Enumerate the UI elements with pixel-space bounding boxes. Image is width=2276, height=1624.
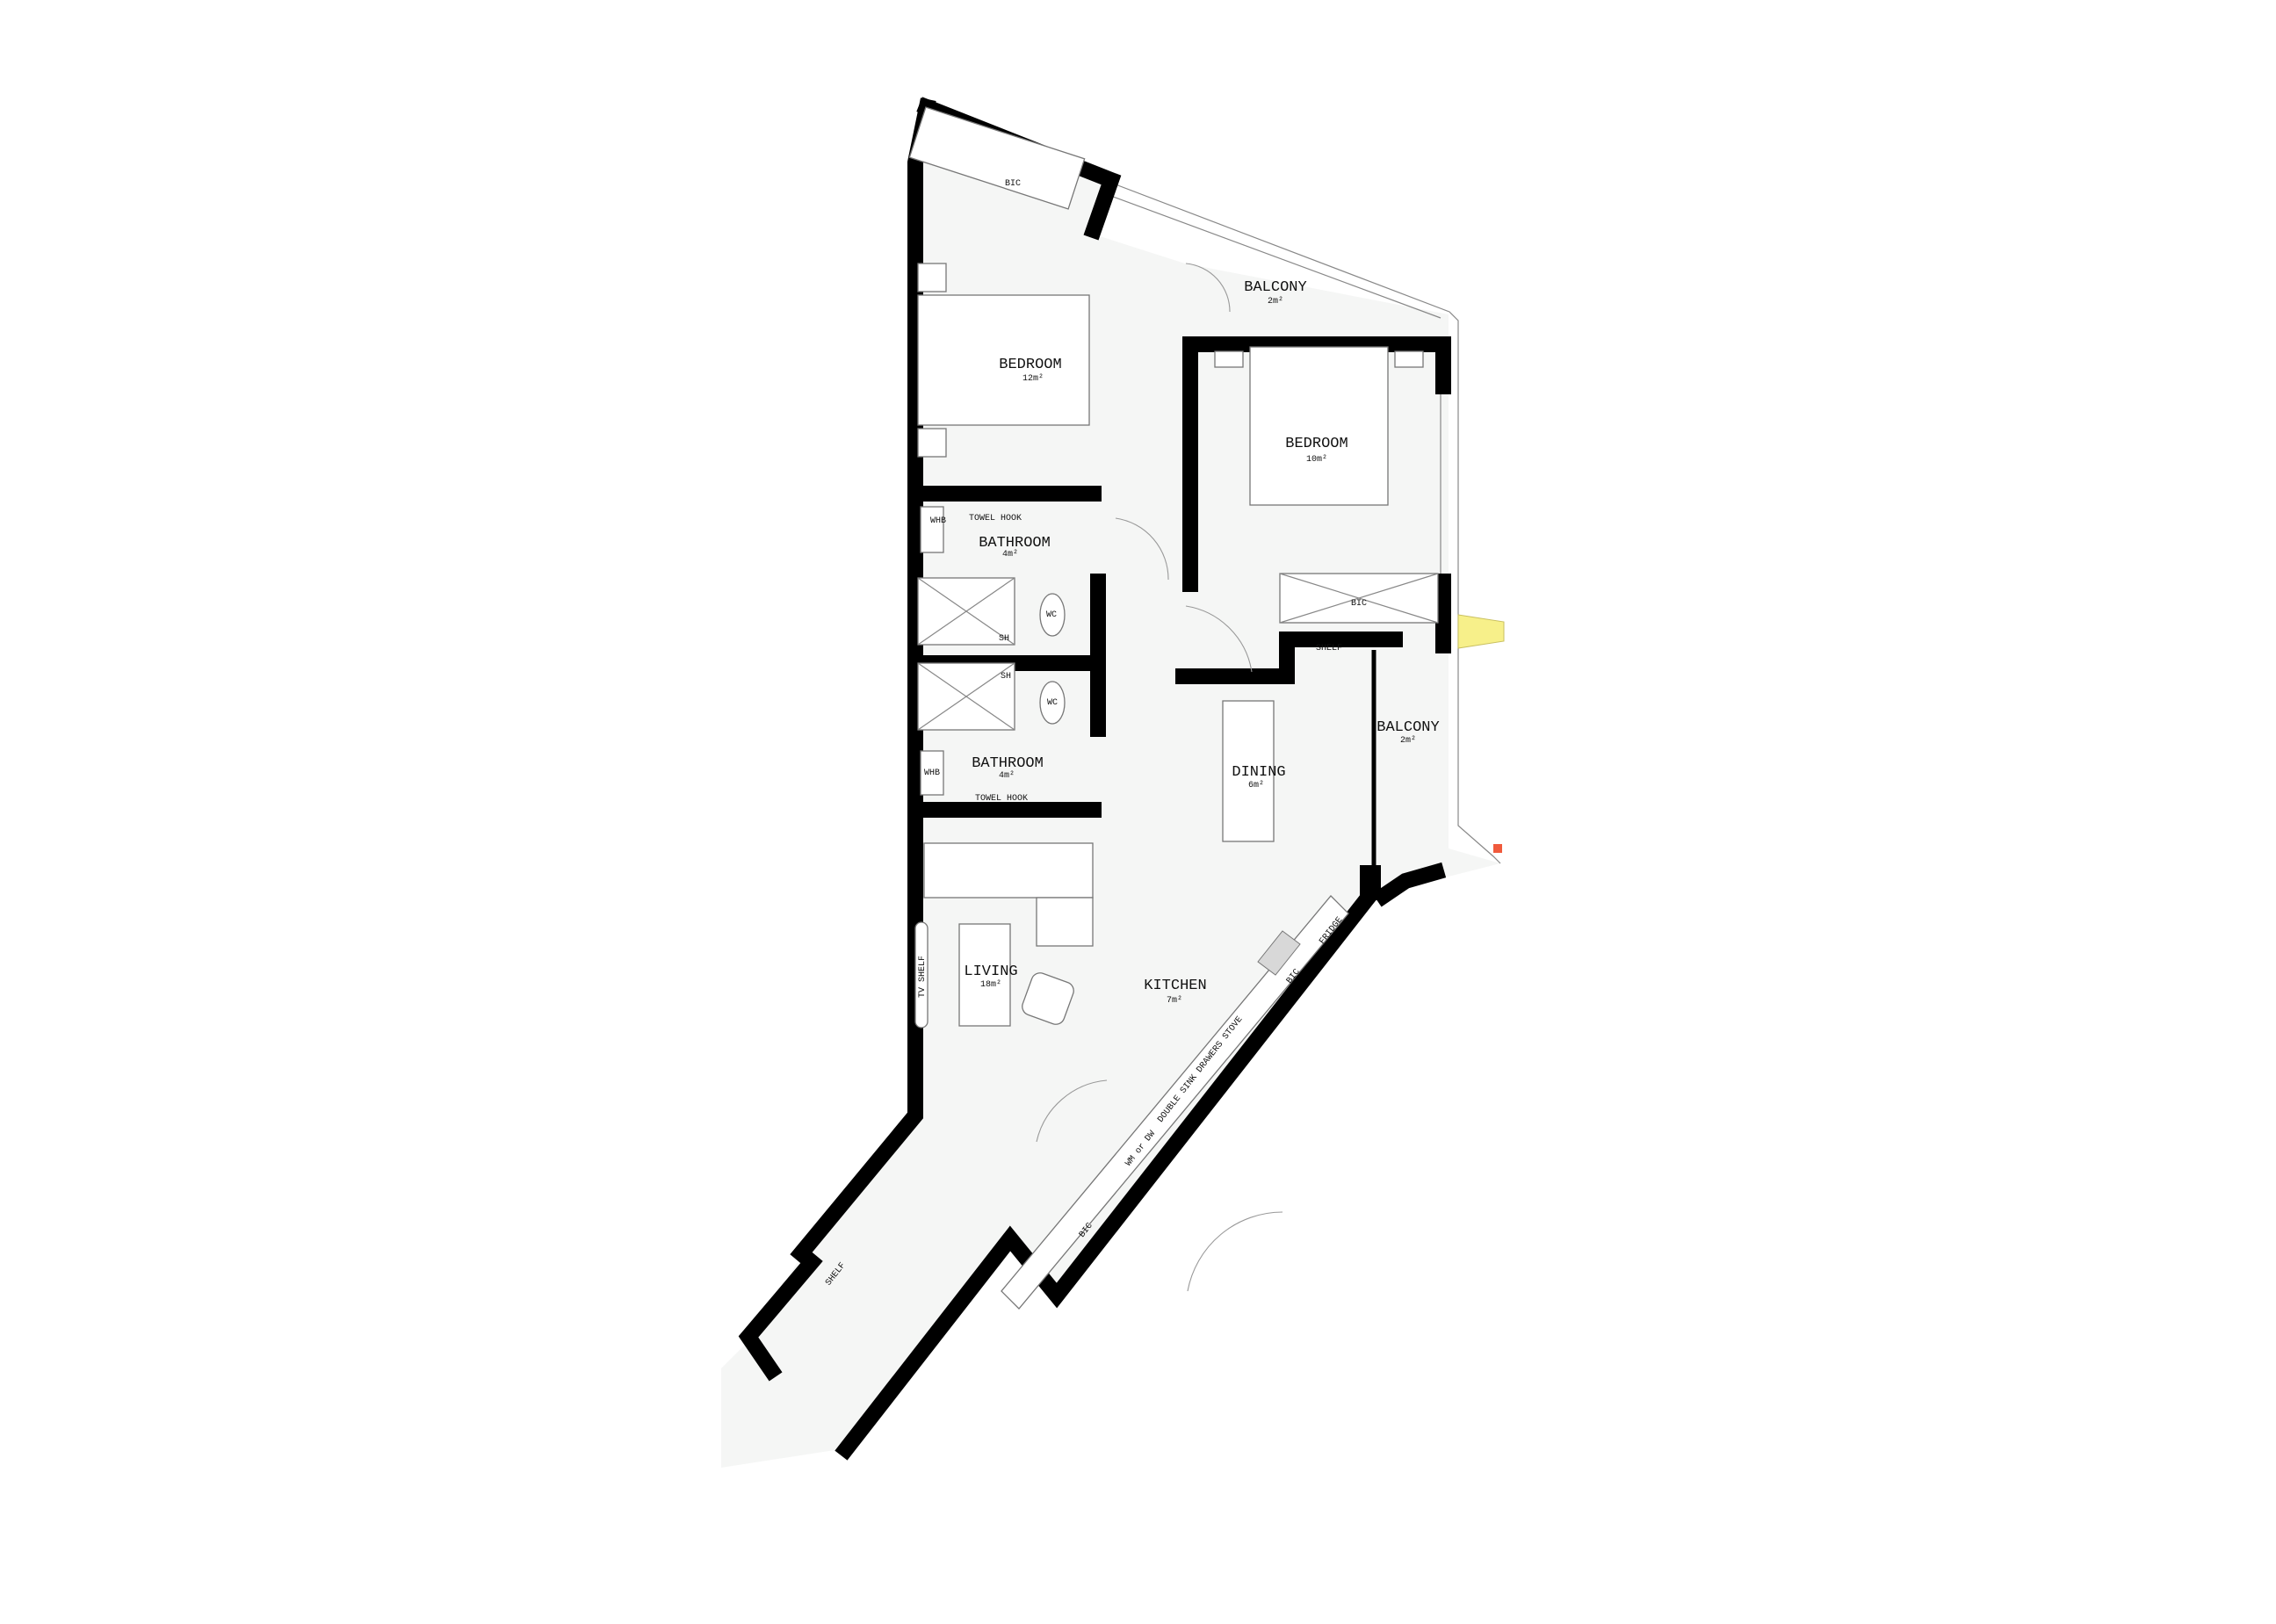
balcony-side-area: 2m² [1400,736,1416,746]
whb-2-label: WHB [924,769,940,778]
bed-12 [917,294,1090,426]
dining-label: DINING [1232,764,1285,781]
shelf-dining-label: SHELF [1316,644,1342,653]
bic-top-label: BIC [1005,179,1021,189]
red-marker [1493,844,1502,853]
kitchen-counter [1001,895,1349,1310]
balcony-side-label: BALCONY [1376,719,1439,736]
tv-shelf-unit [914,921,928,1029]
towel-hook-1-label: TOWEL HOOK [969,514,1022,523]
coffee-table [958,923,1011,1027]
kitchen-label: KITCHEN [1144,978,1206,994]
dining-table [1222,700,1275,842]
bedroom1-label: BEDROOM [999,357,1061,373]
balcony-railing [1108,184,1501,864]
wc-2-label: WC [1047,698,1058,708]
bic-top-cabinet [908,106,1086,210]
bed-10 [1249,346,1389,506]
armchair [1022,972,1074,1025]
sh-1-label: SH [999,634,1009,644]
bedroom1-area: 12m² [1022,374,1044,384]
towel-hook-2-label: TOWEL HOOK [975,794,1028,804]
sh-2-label: SH [1001,672,1011,682]
bathroom2-area: 4m² [999,771,1015,781]
living-label: LIVING [964,964,1017,980]
bathroom2-label: BATHROOM [972,755,1044,772]
kitchen-area: 7m² [1167,996,1182,1006]
bedroom2-area: 10m² [1306,455,1327,465]
furniture [908,106,1439,1310]
bedroom2-label: BEDROOM [1285,436,1348,452]
dining-area: 6m² [1248,781,1264,790]
whb-1-label: WHB [930,516,946,526]
balcony-top-label: BALCONY [1244,279,1306,296]
wc-1-label: WC [1046,610,1057,620]
living-area: 18m² [980,980,1001,990]
tv-shelf-label: TV SHELF [918,956,928,998]
bathroom1-label: BATHROOM [979,535,1051,552]
bic-bedroom2-label: BIC [1351,599,1367,609]
balcony-top-area: 2m² [1268,297,1283,307]
bathroom1-area: 4m² [1002,550,1018,559]
sofa [923,842,1094,899]
yellow-marker [1457,614,1505,649]
